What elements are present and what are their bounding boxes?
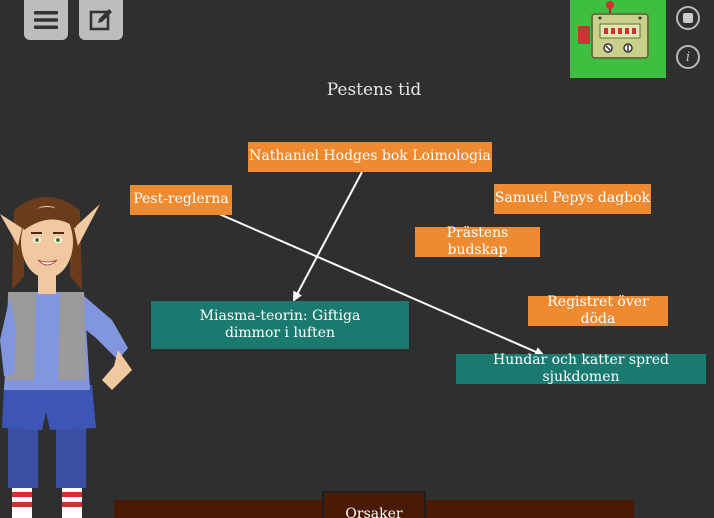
card-registret-over-doda[interactable]: Registret över döda xyxy=(528,294,668,327)
info-button[interactable]: i xyxy=(676,45,700,69)
stop-button[interactable] xyxy=(676,6,700,30)
card-pest-reglerna[interactable]: Pest-reglerna xyxy=(130,185,232,215)
card-samuel-pepys[interactable]: Samuel Pepys dagbok xyxy=(494,184,651,214)
board-title: Pestens tid xyxy=(326,80,422,100)
card-prastens-budskap[interactable]: Prästens budskap xyxy=(415,225,540,258)
menu-button[interactable] xyxy=(24,0,68,40)
arrow-hodges-to-miasma xyxy=(293,171,363,302)
card-hundar-och-katter[interactable]: Hundar och katter spred sjukdomen xyxy=(456,352,706,385)
robot-assistant-icon xyxy=(578,1,649,59)
stop-icon xyxy=(683,13,693,23)
edit-note-icon xyxy=(89,9,112,31)
card-nathaniel-hodges[interactable]: Nathaniel Hodges bok Loimologia xyxy=(248,142,492,172)
info-icon: i xyxy=(685,49,691,65)
category-tab-orsaker[interactable]: Orsaker xyxy=(322,491,426,518)
hamburger-menu-icon xyxy=(34,11,58,29)
edit-button[interactable] xyxy=(79,0,123,40)
robot-assistant-button[interactable] xyxy=(570,0,666,78)
elf-character-illustration xyxy=(0,197,132,518)
card-miasma-teorin[interactable]: Miasma-teorin: Giftiga dimmor i luften xyxy=(151,301,409,349)
